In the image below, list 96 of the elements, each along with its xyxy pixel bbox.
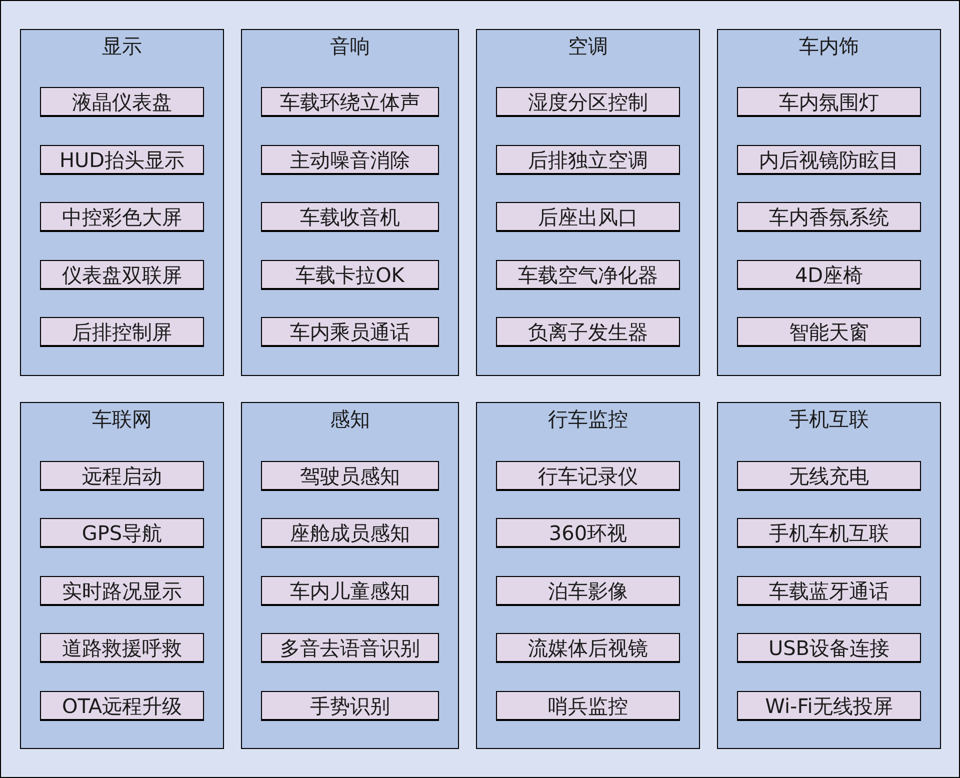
feature-box <box>40 461 204 491</box>
category-title: 车联网 <box>92 406 152 432</box>
category-title: 感知 <box>330 406 370 432</box>
category-title: 行车监控 <box>548 406 628 432</box>
feature-box <box>737 691 921 721</box>
feature-box <box>496 633 680 663</box>
feature-label: 湿度分区控制 <box>528 88 648 114</box>
category-title: 手机互联 <box>789 406 869 432</box>
feature-box <box>261 202 439 232</box>
feature-box <box>737 461 921 491</box>
feature-label: 液晶仪表盘 <box>72 88 172 114</box>
feature-box <box>40 317 204 347</box>
feature-label: 车载收音机 <box>300 204 400 230</box>
feature-label: OTA远程升级 <box>62 692 182 718</box>
feature-box <box>737 576 921 606</box>
feature-box <box>496 518 680 548</box>
feature-label: 驾驶员感知 <box>300 462 400 488</box>
feature-label: 车内乘员通话 <box>290 318 410 344</box>
feature-box <box>496 260 680 290</box>
category-panel <box>241 29 459 376</box>
feature-label: 后座出风口 <box>538 204 638 230</box>
feature-box <box>261 87 439 117</box>
feature-label: 车载空气净化器 <box>518 262 658 288</box>
feature-box <box>40 518 204 548</box>
feature-box <box>261 461 439 491</box>
feature-box <box>261 518 439 548</box>
category-title: 空调 <box>568 33 608 59</box>
feature-box <box>40 576 204 606</box>
feature-box <box>261 260 439 290</box>
feature-label: 后排控制屏 <box>72 318 172 344</box>
category-panel <box>476 29 700 376</box>
feature-label: USB设备连接 <box>768 634 890 660</box>
feature-label: 泊车影像 <box>548 578 628 604</box>
category-title: 显示 <box>102 33 142 59</box>
feature-label: 座舱成员感知 <box>290 520 410 546</box>
feature-box <box>496 576 680 606</box>
feature-box <box>737 317 921 347</box>
feature-label: HUD抬头显示 <box>59 146 185 172</box>
feature-box <box>737 87 921 117</box>
feature-box <box>40 260 204 290</box>
feature-box <box>737 633 921 663</box>
feature-label: 智能天窗 <box>789 318 869 344</box>
feature-box <box>496 461 680 491</box>
feature-box <box>40 202 204 232</box>
feature-box <box>40 691 204 721</box>
feature-box <box>737 145 921 175</box>
feature-label: 中控彩色大屏 <box>62 204 182 230</box>
category-panel <box>241 402 459 749</box>
feature-box <box>261 145 439 175</box>
category-panel <box>20 29 224 376</box>
feature-box <box>40 87 204 117</box>
feature-box <box>737 518 921 548</box>
feature-label: 实时路况显示 <box>62 578 182 604</box>
feature-label: 4D座椅 <box>794 262 864 288</box>
category-panel <box>717 29 941 376</box>
category-panel <box>476 402 700 749</box>
feature-box <box>40 633 204 663</box>
feature-label: 车载卡拉OK <box>296 262 404 288</box>
category-panel <box>20 402 224 749</box>
feature-label: GPS导航 <box>82 520 162 546</box>
feature-label: 360环视 <box>548 520 628 546</box>
feature-label: 车内儿童感知 <box>290 578 410 604</box>
feature-box <box>496 87 680 117</box>
feature-box <box>40 145 204 175</box>
feature-box <box>261 317 439 347</box>
feature-label: 多音去语音识别 <box>280 634 420 660</box>
feature-label: 手机车机互联 <box>769 520 889 546</box>
feature-label: 无线充电 <box>789 462 869 488</box>
feature-label: 车载蓝牙通话 <box>769 578 889 604</box>
feature-box <box>496 145 680 175</box>
feature-box <box>737 260 921 290</box>
feature-label: 流媒体后视镜 <box>528 634 648 660</box>
feature-box <box>496 202 680 232</box>
category-panel <box>717 402 941 749</box>
feature-label: 仪表盘双联屏 <box>62 262 182 288</box>
feature-label: 后排独立空调 <box>528 146 648 172</box>
feature-label: 车载环绕立体声 <box>280 88 420 114</box>
feature-label: 远程启动 <box>82 462 162 488</box>
feature-box <box>261 576 439 606</box>
feature-label: 手势识别 <box>310 692 390 718</box>
feature-label: 道路救援呼救 <box>62 634 182 660</box>
feature-label: 行车记录仪 <box>538 462 638 488</box>
category-title: 车内饰 <box>799 33 859 59</box>
feature-box <box>496 317 680 347</box>
feature-label: 车内氛围灯 <box>779 88 879 114</box>
feature-label: 负离子发生器 <box>528 318 648 344</box>
feature-box <box>261 633 439 663</box>
category-title: 音响 <box>330 33 370 59</box>
feature-label: 主动噪音消除 <box>290 146 410 172</box>
feature-label: Wi-Fi无线投屏 <box>765 692 893 718</box>
feature-label: 哨兵监控 <box>548 692 628 718</box>
feature-label: 内后视镜防眩目 <box>759 146 899 172</box>
feature-box <box>261 691 439 721</box>
feature-box <box>737 202 921 232</box>
feature-label: 车内香氛系统 <box>769 204 889 230</box>
feature-box <box>496 691 680 721</box>
